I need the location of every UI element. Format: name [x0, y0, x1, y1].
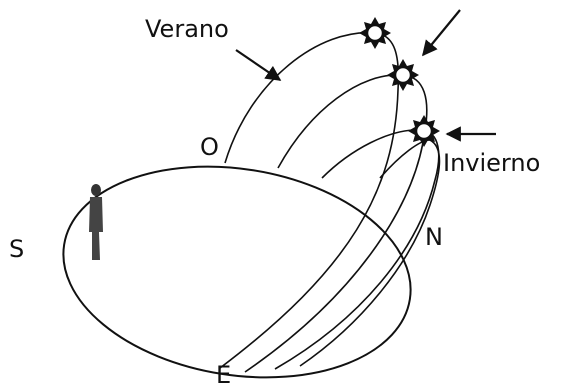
- arrow-icon: [422, 9, 461, 57]
- label-summer: Verano: [145, 15, 229, 43]
- label-winter: Invierno: [443, 149, 540, 177]
- sun-icon: [387, 59, 419, 91]
- arrow-icon: [235, 49, 282, 81]
- label-east: E: [216, 361, 231, 383]
- summer-sun-path: [219, 31, 400, 369]
- label-north: N: [425, 223, 443, 251]
- label-west: O: [200, 133, 219, 161]
- sun-icon: [408, 115, 440, 147]
- winter-sun-path-inner: [299, 139, 441, 367]
- sun-icon: [359, 17, 391, 49]
- equinox-sun-path: [244, 74, 428, 373]
- horizon-ellipse: [62, 165, 412, 379]
- person-icon: [89, 184, 103, 260]
- winter-sun-path-outer: [274, 129, 440, 370]
- label-south: S: [9, 235, 24, 263]
